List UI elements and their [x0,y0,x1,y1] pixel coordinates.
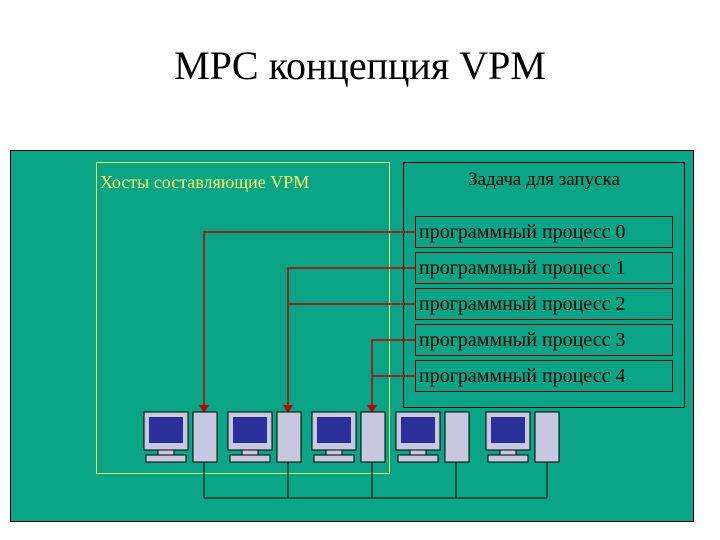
hosts-label: Хосты составляющие VPM [100,172,310,192]
arrow-process-3 [367,339,415,413]
computer-1-icon [143,411,218,463]
computer-2-icon [227,411,302,463]
page-title: MPC концепция VPM [174,43,546,88]
process-0: программный процесс 0 [415,216,673,248]
process-4: программный процесс 4 [415,360,673,392]
hosts-group [96,162,390,474]
arrow-process-0 [199,231,415,413]
task-label: Задача для запуска [468,169,620,190]
network-bus [203,462,548,499]
process-3: программный процесс 3 [415,324,673,356]
process-arrows [199,231,415,413]
process-2: программный процесс 2 [415,288,673,320]
arrow-process-1 [283,267,415,413]
computer-4-icon [395,411,470,463]
task-group [403,162,685,408]
computer-3-icon [311,411,386,463]
computer-5-icon [485,411,560,463]
process-1: программный процесс 1 [415,252,673,284]
